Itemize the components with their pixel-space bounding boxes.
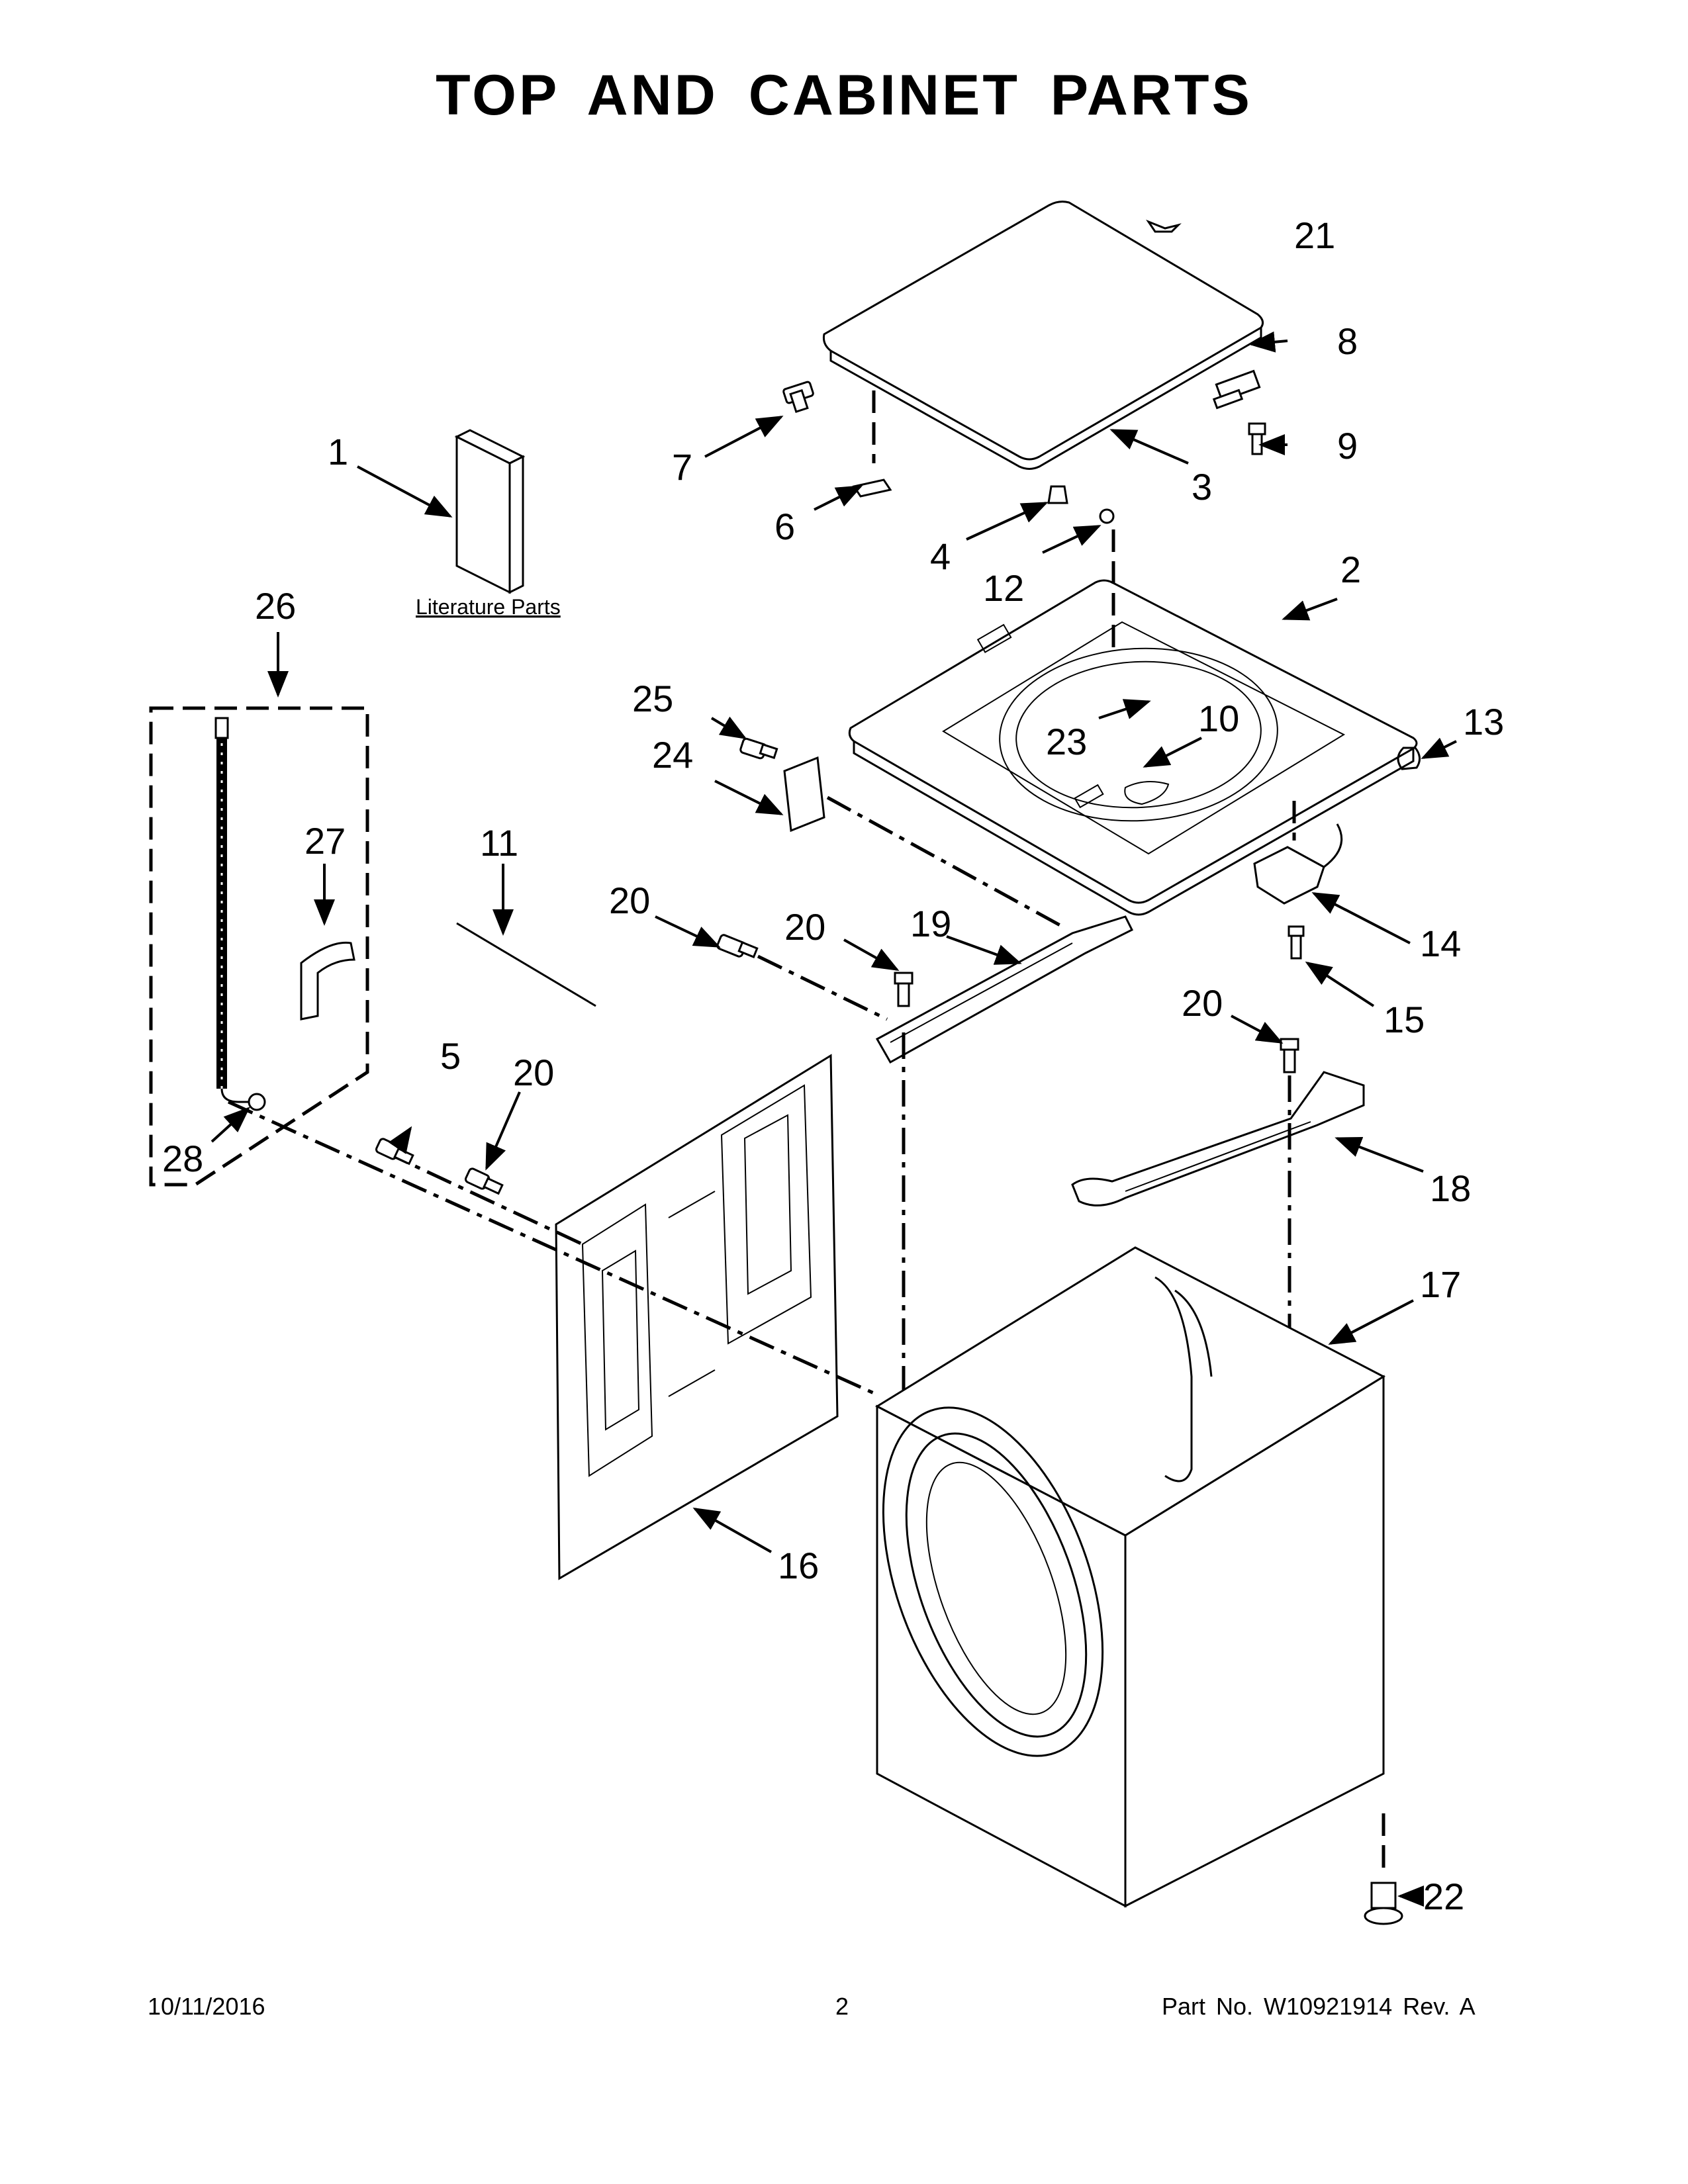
callout-27: 27 [305,820,346,862]
callout-28: 28 [162,1138,203,1179]
callout-25: 25 [632,678,673,719]
callout-22: 22 [1423,1876,1464,1917]
top-screw [1099,508,1115,524]
callout-14: 14 [1420,923,1461,964]
callout-11: 11 [480,822,518,864]
footer-date: 10/11/2016 [148,1993,265,2020]
brace-screw [894,972,914,1007]
lid-switch-screw [1288,925,1305,960]
callout-2: 2 [1340,549,1361,590]
brace-dashdot [757,954,888,1021]
callout-16: 16 [778,1545,819,1586]
callout-19: 19 [910,903,951,944]
page-title: TOP AND CABINET PARTS [436,64,1252,127]
drain-hose-kit [149,706,369,1187]
lid-clip [1146,219,1182,233]
rear-panel-screw [464,1167,504,1195]
callout-20-c: 20 [1182,982,1223,1024]
rear-brace-screw [1280,1038,1299,1073]
rear-panel-fastener [375,1138,414,1165]
callout-20: 20 [609,880,650,921]
cabinet-clip [1397,747,1421,770]
lid [823,201,1264,470]
callout-9: 9 [1337,425,1358,467]
top-panel [848,579,1418,916]
literature-parts: Literature Parts [416,429,561,619]
callout-18: 18 [1430,1167,1471,1209]
callout-8: 8 [1337,320,1358,362]
rear-brace [1071,1071,1365,1206]
callout-17: 17 [1420,1263,1461,1305]
callout-12: 12 [983,567,1024,609]
callout-10: 10 [1198,698,1239,739]
bracket-dashdot [826,796,1064,929]
callout-labels: 1 2 3 4 5 6 7 8 9 10 11 12 13 14 15 16 1… [162,214,1504,1917]
literature-parts-label: Literature Parts [416,595,561,619]
hinge-pin [782,381,814,413]
rear-panel-dashdot-1 [227,1100,875,1395]
callout-20-b: 20 [784,906,825,948]
bracket-screw [1248,422,1266,455]
callout-20-d: 20 [513,1052,554,1093]
footer-part-number: Part No. W10921914 Rev. A [1162,1993,1476,2020]
lid-switch [1253,801,1343,905]
callout-13: 13 [1463,701,1504,743]
callout-7: 7 [672,446,692,488]
callout-24: 24 [652,734,693,776]
callout-6: 6 [774,506,795,547]
callout-5: 5 [440,1035,461,1077]
cabinet [874,1246,1386,1908]
callout-26: 26 [255,585,296,627]
callout-4: 4 [930,535,951,577]
callout-1: 1 [328,431,348,473]
callout-15: 15 [1383,999,1425,1040]
hose-elbow [300,941,355,1021]
front-brace [875,915,1134,1064]
hose-clamp [248,1093,266,1111]
leader-arrows [211,331,1457,1907]
hinge-bracket [783,756,825,833]
rear-panel [555,1054,839,1580]
callout-3: 3 [1192,466,1212,508]
wire-rod [456,922,596,1007]
rear-panel-dashdot-2 [383,1150,584,1246]
footer-page-number: 2 [835,1993,849,2020]
bracket-fastener [739,737,778,760]
callout-21: 21 [1294,214,1335,256]
callout-23: 23 [1046,721,1087,762]
brace-screw-left [716,934,759,958]
lid-switch-bracket [1212,369,1261,410]
lid-bumper [1047,485,1068,504]
leveling-leg [1364,1813,1403,1925]
